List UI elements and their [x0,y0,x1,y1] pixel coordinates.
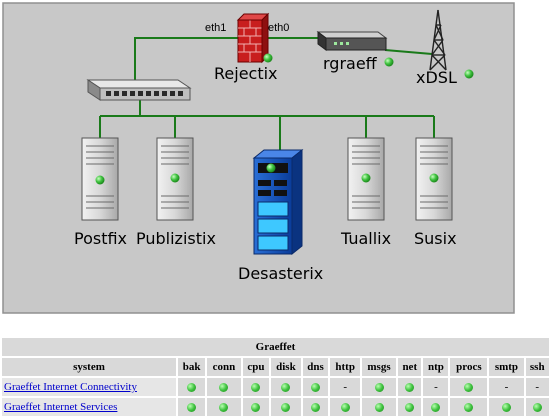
status-ok-icon [219,402,229,412]
tuallix-server-icon [347,137,385,221]
status-ok-icon [501,402,511,412]
network-map: eth1 eth0 Rejectix rgraeff xDSL Postfix … [2,2,515,314]
eth1-label: eth1 [205,22,227,34]
antenna-tower-icon [429,9,447,71]
status-cell[interactable] [242,398,270,416]
node-label-postfix[interactable]: Postfix [74,229,128,248]
desasterix-server-icon [252,148,304,256]
system-name-cell: Graeffet Internet Connectivity [2,378,176,396]
postfix-server-icon [81,137,119,221]
network-links [99,37,435,152]
network-diagram [2,2,515,314]
status-ok-icon [532,402,542,412]
status-table-container: Graeffet system bak conn cpu disk dns ht… [0,336,551,418]
system-link[interactable]: Graeffet Internet Connectivity [4,381,137,393]
status-ok-icon [464,402,474,412]
column-header[interactable]: ntp [423,358,449,376]
rgraeff-status-icon [384,57,394,67]
status-table-title: Graeffet [2,338,549,356]
status-cell[interactable] [450,378,488,396]
column-header[interactable]: conn [207,358,241,376]
node-label-rejectix[interactable]: Rejectix [214,64,278,83]
rejectix-status-icon [263,53,273,63]
publizistix-status-icon [170,173,180,183]
firewall-icon [236,12,270,64]
eth0-label: eth0 [268,22,290,34]
node-label-publizistix[interactable]: Publizistix [136,229,216,248]
column-header[interactable]: msgs [361,358,397,376]
status-cell[interactable] [330,398,360,416]
status-cell[interactable] [207,398,241,416]
status-cell[interactable] [178,378,206,396]
status-ok-icon [374,382,384,392]
node-label-xdsl[interactable]: xDSL [416,68,457,87]
status-cell[interactable] [302,398,329,416]
status-ok-icon [405,402,415,412]
status-ok-icon [187,402,197,412]
status-cell[interactable]: - [330,378,360,396]
column-header[interactable]: http [330,358,360,376]
status-cell[interactable] [207,378,241,396]
node-label-susix[interactable]: Susix [414,229,457,248]
column-header: system [2,358,176,376]
node-label-rgraeff[interactable]: rgraeff [323,54,377,73]
status-cell[interactable] [450,398,488,416]
status-ok-icon [431,402,441,412]
table-row: Graeffet Internet Services [2,398,549,416]
postfix-status-icon [95,175,105,185]
status-table-header-row: system bak conn cpu disk dns http msgs n… [2,358,549,376]
status-cell[interactable] [489,398,524,416]
status-ok-icon [187,382,197,392]
status-cell[interactable] [525,398,549,416]
system-link[interactable]: Graeffet Internet Services [4,401,118,413]
status-cell[interactable] [178,398,206,416]
status-ok-icon [281,382,291,392]
status-ok-icon [281,402,291,412]
status-ok-icon [374,402,384,412]
system-name-cell: Graeffet Internet Services [2,398,176,416]
switch-icon [86,79,192,101]
column-header[interactable]: disk [271,358,301,376]
column-header[interactable]: smtp [489,358,524,376]
susix-status-icon [429,173,439,183]
status-cell[interactable] [302,378,329,396]
status-ok-icon [251,382,261,392]
column-header[interactable]: net [398,358,422,376]
tuallix-status-icon [361,173,371,183]
susix-server-icon [415,137,453,221]
status-cell[interactable] [361,398,397,416]
status-ok-icon [311,402,321,412]
node-label-tuallix[interactable]: Tuallix [341,229,392,248]
status-table: Graeffet system bak conn cpu disk dns ht… [0,336,551,418]
status-cell[interactable] [361,378,397,396]
status-ok-icon [311,382,321,392]
status-ok-icon [251,402,261,412]
status-table-body: Graeffet Internet Connectivity - - - - G… [2,378,549,416]
status-cell[interactable]: - [525,378,549,396]
column-header[interactable]: bak [178,358,206,376]
status-ok-icon [464,382,474,392]
column-header[interactable]: ssh [525,358,549,376]
column-header[interactable]: cpu [242,358,270,376]
column-header[interactable]: dns [302,358,329,376]
status-cell[interactable] [242,378,270,396]
table-row: Graeffet Internet Connectivity - - - - [2,378,549,396]
status-cell[interactable]: - [489,378,524,396]
status-cell[interactable] [423,398,449,416]
status-cell[interactable]: - [423,378,449,396]
node-label-desasterix[interactable]: Desasterix [238,264,324,283]
status-cell[interactable] [271,378,301,396]
publizistix-server-icon [156,137,194,221]
status-cell[interactable] [398,378,422,396]
column-header[interactable]: procs [450,358,488,376]
status-cell[interactable] [398,398,422,416]
xdsl-status-icon [464,69,474,79]
status-ok-icon [405,382,415,392]
router-icon [316,31,388,51]
desasterix-status-icon [266,163,276,173]
status-ok-icon [340,402,350,412]
status-cell[interactable] [271,398,301,416]
status-ok-icon [219,382,229,392]
